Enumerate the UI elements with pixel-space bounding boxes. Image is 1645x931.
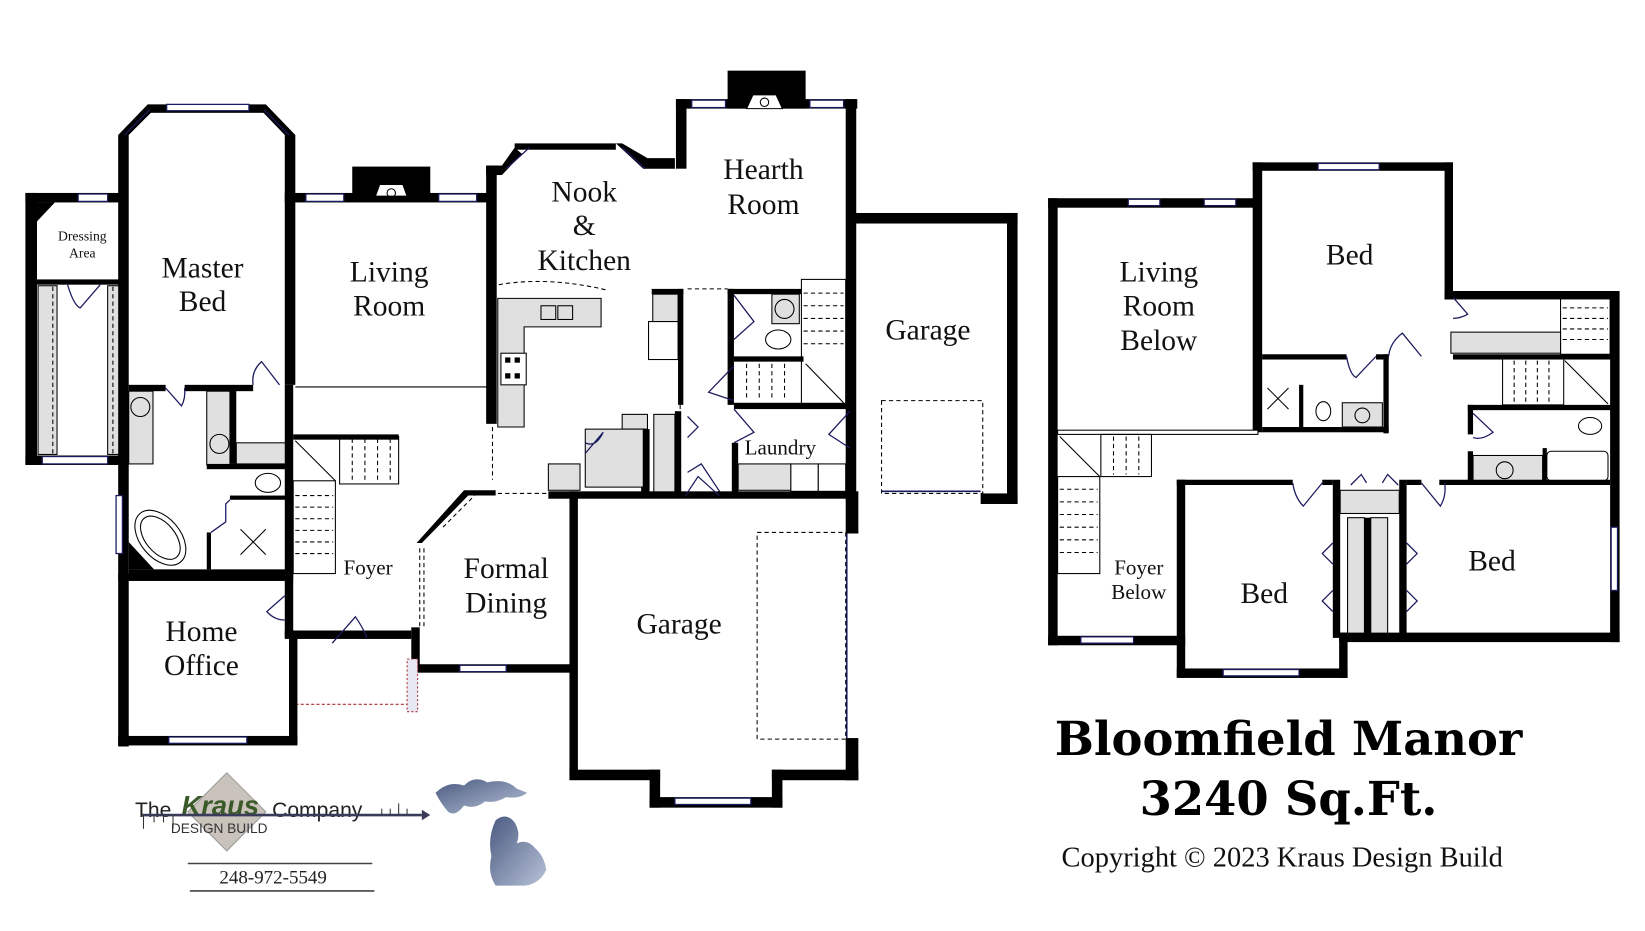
label-living-below-line1: Living	[1119, 257, 1198, 289]
label-bed-2: Bed	[1241, 578, 1289, 610]
master-bath	[115, 388, 292, 576]
label-bed-3: Bed	[1468, 545, 1516, 577]
master-bed	[118, 103, 296, 747]
side-garage	[852, 212, 1018, 504]
second-floor-labels: Living Room Below Bed Foyer Below Bed Be…	[1111, 240, 1516, 610]
phone-number: 248-972-5549	[219, 868, 326, 889]
label-living-line1: Living	[350, 257, 429, 289]
label-dressing-line2: Area	[69, 245, 96, 260]
plan-name: Bloomfield Manor	[1055, 711, 1523, 766]
second-floor-plan: Living Room Below Bed Foyer Below Bed Be…	[1048, 162, 1620, 678]
first-floor-labels: Dressing Area Master Bed Living Room Noo…	[58, 154, 971, 682]
label-nook-line3: Kitchen	[537, 245, 631, 277]
label-office-line2: Office	[164, 650, 239, 682]
label-dining-line2: Dining	[465, 588, 547, 620]
michigan-map-icon	[435, 779, 547, 886]
label-bed-1: Bed	[1326, 240, 1374, 272]
company-logo: The Kraus Company DESIGN BUILD 248-972-5…	[135, 772, 431, 892]
label-master-line1: Master	[162, 252, 244, 284]
nook-kitchen	[486, 70, 858, 500]
label-garage-main: Garage	[636, 609, 721, 641]
label-laundry: Laundry	[745, 435, 817, 459]
plan-area: 3240 Sq.Ft.	[1140, 771, 1438, 826]
logo-kraus: Kraus	[181, 790, 259, 821]
label-master-line2: Bed	[179, 286, 227, 318]
copyright-text: Copyright © 2023 Kraus Design Build	[1062, 843, 1503, 874]
label-office-line1: Home	[165, 616, 237, 648]
label-hearth-line1: Hearth	[723, 154, 804, 186]
label-hearth-line2: Room	[727, 189, 799, 221]
label-foyer-below-line2: Below	[1111, 580, 1167, 604]
first-floor-plan: Dressing Area Master Bed Living Room Noo…	[25, 70, 1018, 808]
label-dining-line1: Formal	[464, 553, 549, 585]
logo-subtitle: DESIGN BUILD	[171, 821, 268, 836]
living-room	[284, 166, 496, 388]
label-living-below-line2: Room	[1123, 290, 1195, 322]
label-nook-line2: &	[573, 210, 596, 242]
logo-the: The	[135, 799, 171, 822]
label-living-line2: Room	[353, 290, 425, 322]
foyer-and-dining	[265, 384, 855, 777]
main-garage	[569, 475, 859, 808]
logo-diamond-icon	[187, 772, 267, 852]
title-block: Bloomfield Manor 3240 Sq.Ft. Copyright ©…	[1055, 711, 1523, 874]
label-living-below-line3: Below	[1120, 325, 1198, 357]
label-foyer-below-line1: Foyer	[1114, 556, 1163, 580]
logo-company: Company	[272, 799, 363, 822]
label-garage-side: Garage	[885, 315, 970, 347]
label-nook-line1: Nook	[551, 176, 617, 208]
label-foyer: Foyer	[343, 556, 392, 580]
powder-and-laundry	[687, 278, 851, 496]
home-office	[118, 573, 298, 746]
logo-arrow-icon	[421, 809, 431, 821]
label-dressing-line1: Dressing	[58, 228, 107, 243]
